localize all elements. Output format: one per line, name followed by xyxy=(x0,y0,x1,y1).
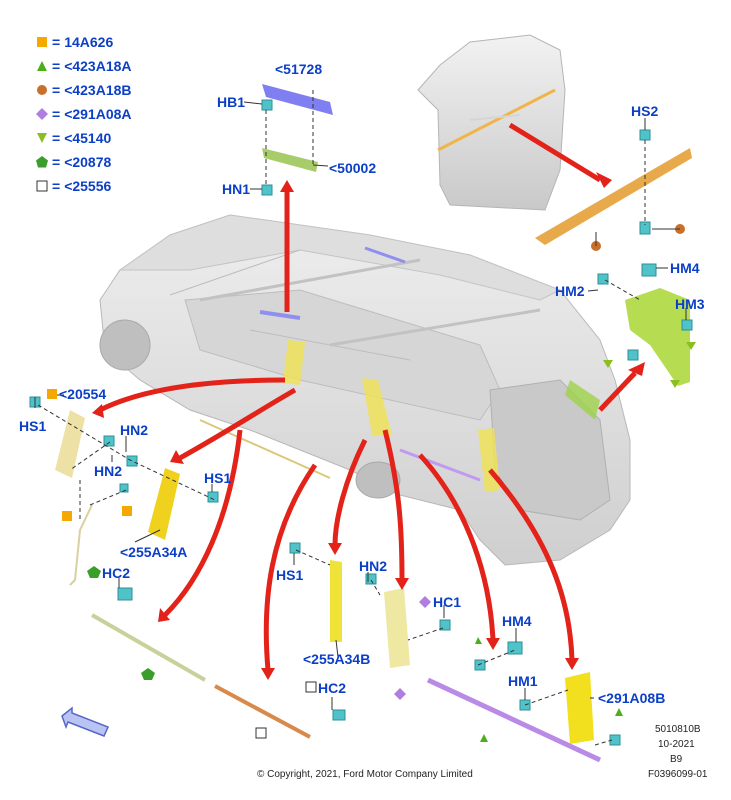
vehicle-body xyxy=(99,214,631,566)
label-hm4-top: HM4 xyxy=(670,260,700,276)
label-hm2: HM2 xyxy=(555,283,585,299)
legend-row: = <45140 xyxy=(36,126,132,150)
tailgate xyxy=(417,34,566,211)
legend-equals: = xyxy=(52,82,61,98)
square-orange-icon xyxy=(36,36,48,48)
legend-row: = <25556 xyxy=(36,174,132,198)
legend-code: <20878 xyxy=(64,154,112,170)
part-255a34b xyxy=(330,560,342,642)
legend-code: <423A18A xyxy=(64,58,132,74)
circle-brown-icon xyxy=(36,84,48,96)
part-291a08a xyxy=(426,677,602,763)
legend-equals: = xyxy=(52,130,61,146)
part-50002 xyxy=(262,148,318,172)
part-20554 xyxy=(55,410,85,478)
part-center-pillar xyxy=(384,588,410,668)
legend-equals: = xyxy=(52,34,61,50)
label-291a08b: <291A08B xyxy=(598,690,666,706)
triangle-down-olive-icon xyxy=(36,132,48,144)
legend-row: = <291A08A xyxy=(36,102,132,126)
legend-equals: = xyxy=(52,178,61,194)
legend-row: = <20878 xyxy=(36,150,132,174)
label-hn2-bottom: HN2 xyxy=(359,558,388,574)
triangle-green-icon xyxy=(36,60,48,72)
callout-arrows xyxy=(98,122,637,671)
legend-code: <25556 xyxy=(64,178,112,194)
label-hm3: HM3 xyxy=(675,296,705,312)
part-rear-header xyxy=(535,148,692,245)
label-hm4-bottom: HM4 xyxy=(502,613,532,629)
legend-equals: = xyxy=(52,106,61,122)
label-hs2: HS2 xyxy=(631,103,659,119)
legend-code: <45140 xyxy=(64,130,112,146)
legend-equals: = xyxy=(52,58,61,74)
legend-row: = <423A18A xyxy=(36,54,132,78)
view-direction-arrow-icon xyxy=(61,706,110,737)
part-d-pillar xyxy=(625,288,690,386)
leader-lines xyxy=(34,90,687,746)
square-outline-icon xyxy=(36,180,48,192)
reference-revision: B9 xyxy=(670,754,683,765)
label-hc2-left: HC2 xyxy=(102,565,131,581)
label-hs1-mid: HS1 xyxy=(204,470,232,486)
part-rear-sill xyxy=(214,684,311,739)
legend: = 14A626 = <423A18A = <423A18B = <291A08… xyxy=(36,30,132,198)
part-51728 xyxy=(262,84,333,115)
label-hn2-a: HN2 xyxy=(120,422,149,438)
part-front-sill xyxy=(91,613,206,682)
label-20554: <20554 xyxy=(59,386,107,402)
legend-row: = <423A18B xyxy=(36,78,132,102)
legend-row: = 14A626 xyxy=(36,30,132,54)
label-hn2-b: HN2 xyxy=(94,463,123,479)
label-hm1: HM1 xyxy=(508,673,538,689)
clips xyxy=(29,99,693,746)
legend-code: <291A08A xyxy=(64,106,132,122)
fastener-symbols xyxy=(47,224,696,742)
label-hc2-bottom: HC2 xyxy=(318,680,347,696)
reference-date: 10-2021 xyxy=(658,739,695,750)
label-hs1-bottom: HS1 xyxy=(276,567,304,583)
label-50002: <50002 xyxy=(329,160,377,176)
legend-code: 14A626 xyxy=(64,34,114,50)
copyright-text: © Copyright, 2021, Ford Motor Company Li… xyxy=(257,769,473,780)
diamond-purple-icon xyxy=(36,108,48,120)
label-hn1: HN1 xyxy=(222,181,251,197)
part-255a34a xyxy=(148,468,180,540)
label-hs1-left: HS1 xyxy=(19,418,47,434)
label-hb1: HB1 xyxy=(217,94,246,110)
pentagon-green-icon xyxy=(36,156,48,168)
figure-number: F0396099-01 xyxy=(648,769,708,780)
part-291a08b xyxy=(565,672,594,744)
reference-code: 5010810B xyxy=(655,724,701,735)
label-51728: <51728 xyxy=(275,61,323,77)
label-255a34a: <255A34A xyxy=(120,544,188,560)
legend-equals: = xyxy=(52,154,61,170)
label-255a34b: <255A34B xyxy=(303,651,371,667)
label-hc1: HC1 xyxy=(433,594,462,610)
parts xyxy=(55,84,692,763)
legend-code: <423A18B xyxy=(64,82,132,98)
callout-arrowheads xyxy=(92,172,645,680)
